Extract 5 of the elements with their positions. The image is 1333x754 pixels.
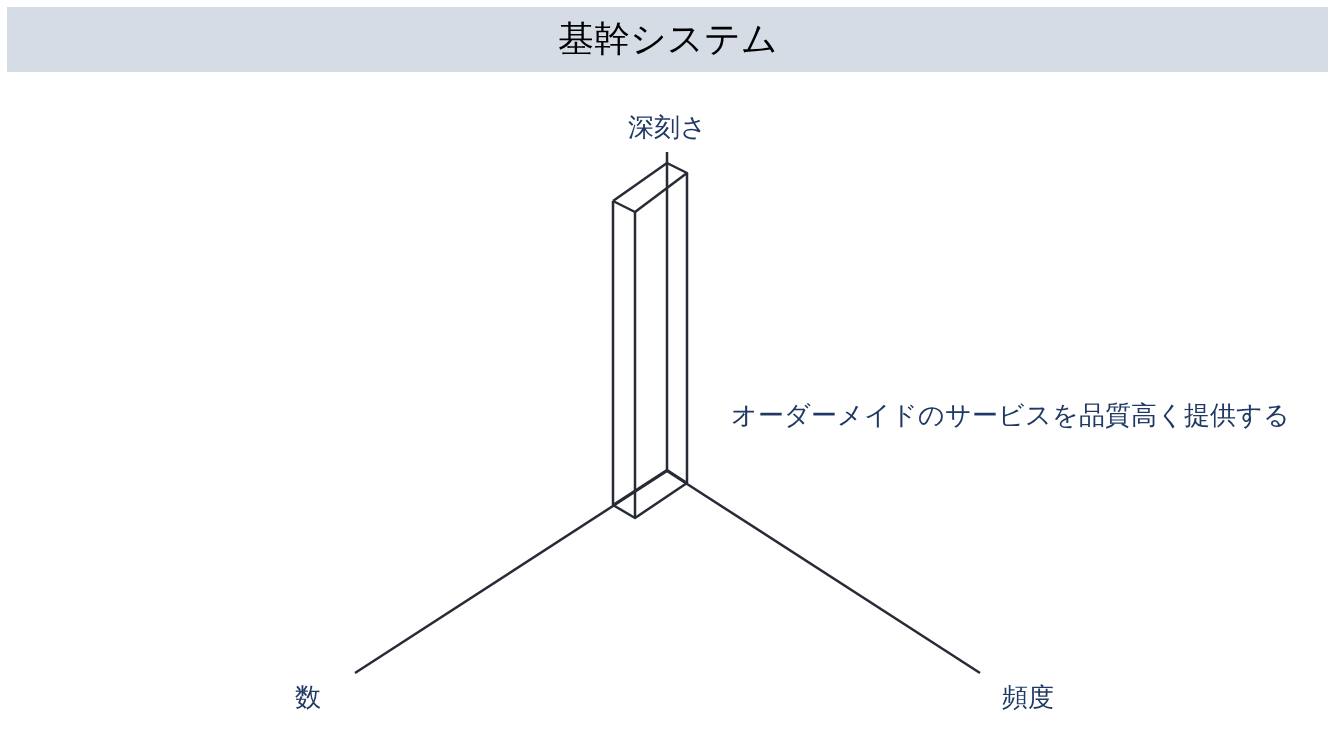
annotation-text: オーダーメイドのサービスを品質高く提供する xyxy=(730,398,1290,432)
axis-label: 数 xyxy=(295,680,321,714)
axis-label: 深刻さ xyxy=(627,110,707,144)
title: 基幹システム xyxy=(557,17,778,61)
axis-label: 頻度 xyxy=(1002,680,1054,714)
